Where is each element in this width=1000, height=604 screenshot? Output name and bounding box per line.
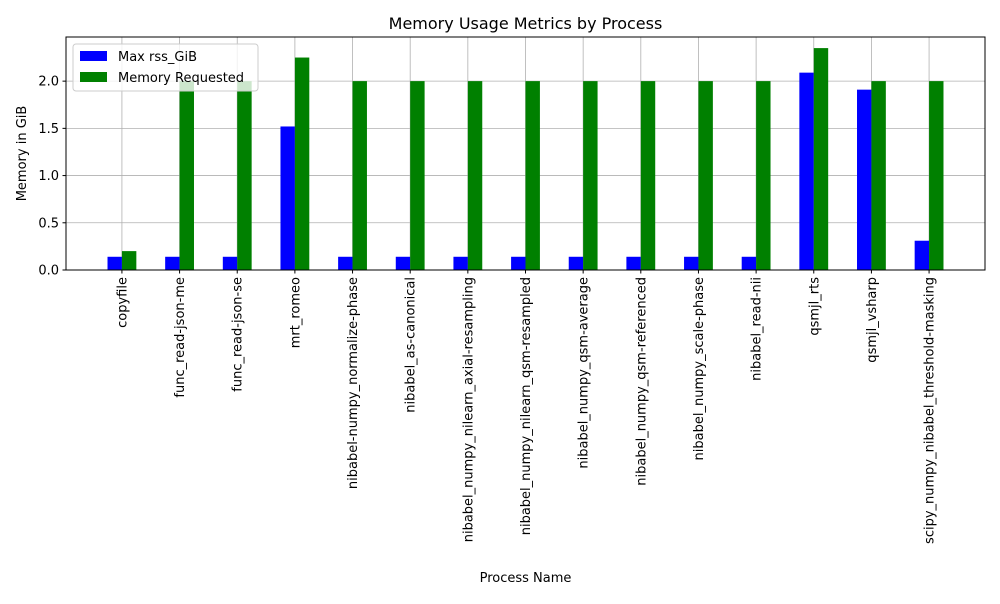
legend: Max rss_GiB Memory Requested (72, 43, 259, 92)
bar-memory-requested-qsmjl_rts (813, 48, 829, 270)
bar-memory-requested-mrt_romeo (294, 57, 310, 270)
bar-max-rss-nibabel_read-nii (741, 256, 757, 270)
x-tick-label: nibabel_read-nii (750, 277, 765, 381)
bar-memory-requested-copyfile (121, 251, 137, 270)
y-tick-label: 1.5 (38, 122, 59, 137)
bar-max-rss-nibabel_numpy_qsm-referenced (626, 256, 641, 270)
bar-max-rss-nibabel_numpy_nilearn_axial-resampling (453, 256, 468, 270)
x-tick-label: nibabel_numpy_qsm-average (577, 277, 592, 469)
bar-max-rss-copyfile (107, 256, 122, 270)
x-tick-label: qsmjl_rts (807, 277, 822, 336)
bars (107, 48, 944, 271)
y-tick-label: 0.0 (38, 264, 59, 279)
bar-max-rss-mrt_romeo (280, 126, 295, 270)
bar-memory-requested-scipy_numpy_nibabel_threshold-masking (929, 81, 944, 270)
bar-max-rss-qsmjl_rts (799, 72, 814, 271)
bar-memory-requested-nibabel_numpy_nilearn_axial-resampling (467, 81, 483, 270)
x-tick-label: nibabel_numpy_nilearn_qsm-resampled (519, 277, 534, 535)
legend-swatch-max-rss (80, 51, 107, 61)
chart-title: Memory Usage Metrics by Process (389, 14, 663, 33)
bar-max-rss-nibabel_as-canonical (395, 256, 411, 270)
legend-box (72, 43, 259, 92)
legend-label-memory-requested: Memory Requested (118, 71, 244, 86)
x-tick-label: mrt_romeo (288, 277, 303, 348)
x-tick-label: copyfile (115, 277, 130, 328)
bar-memory-requested-func_read-json-me (179, 81, 194, 270)
bar-max-rss-nibabel_numpy_qsm-average (568, 256, 584, 270)
bar-max-rss-nibabel_numpy_nilearn_qsm-resampled (511, 256, 526, 270)
bar-memory-requested-qsmjl_vsharp (871, 81, 886, 270)
y-tick-label: 0.5 (38, 216, 59, 231)
x-axis-label: Process Name (480, 571, 572, 586)
bar-memory-requested-nibabel_numpy_scale-phase (698, 81, 713, 270)
bar-max-rss-nibabel_numpy_scale-phase (684, 256, 699, 270)
x-tick-label: func_read-json-se (231, 277, 246, 392)
x-tick-label: scipy_numpy_nibabel_threshold-masking (923, 277, 938, 544)
bar-memory-requested-nibabel_as-canonical (410, 81, 425, 270)
x-tick-label: nibabel-numpy_normalize-phase (346, 277, 361, 489)
bar-memory-requested-nibabel_numpy_nilearn_qsm-resampled (525, 81, 540, 270)
legend-swatch-memory-requested (80, 72, 107, 82)
x-tick-label: func_read-json-me (173, 277, 188, 398)
y-ticks: 0.0 0.5 1.0 1.5 2.0 (38, 75, 66, 279)
x-tick-label: nibabel_as-canonical (404, 277, 419, 413)
bar-max-rss-func_read-json-se (222, 256, 238, 270)
bar-max-rss-func_read-json-me (165, 256, 180, 270)
bar-max-rss-scipy_numpy_nibabel_threshold-masking (914, 240, 930, 270)
y-tick-label: 2.0 (38, 75, 59, 90)
bar-memory-requested-nibabel-numpy_normalize-phase (352, 81, 367, 270)
bar-memory-requested-nibabel_read-nii (756, 81, 771, 270)
x-tick-label: nibabel_numpy_scale-phase (692, 277, 707, 460)
x-tick-label: nibabel_numpy_qsm-referenced (634, 277, 649, 486)
bar-max-rss-nibabel-numpy_normalize-phase (338, 256, 353, 270)
y-axis-label: Memory in GiB (15, 106, 30, 202)
x-ticks: copyfile func_read-json-me func_read-json-… (115, 270, 938, 544)
x-tick-label: nibabel_numpy_nilearn_axial-resampling (461, 277, 476, 542)
legend-label-max-rss: Max rss_GiB (118, 50, 197, 65)
bar-memory-requested-nibabel_numpy_qsm-referenced (640, 81, 656, 270)
bar-memory-requested-nibabel_numpy_qsm-average (583, 81, 598, 270)
x-tick-label: qsmjl_vsharp (865, 277, 880, 363)
bar-max-rss-qsmjl_vsharp (857, 89, 872, 270)
y-tick-label: 1.0 (38, 169, 59, 184)
bar-memory-requested-func_read-json-se (237, 81, 252, 270)
